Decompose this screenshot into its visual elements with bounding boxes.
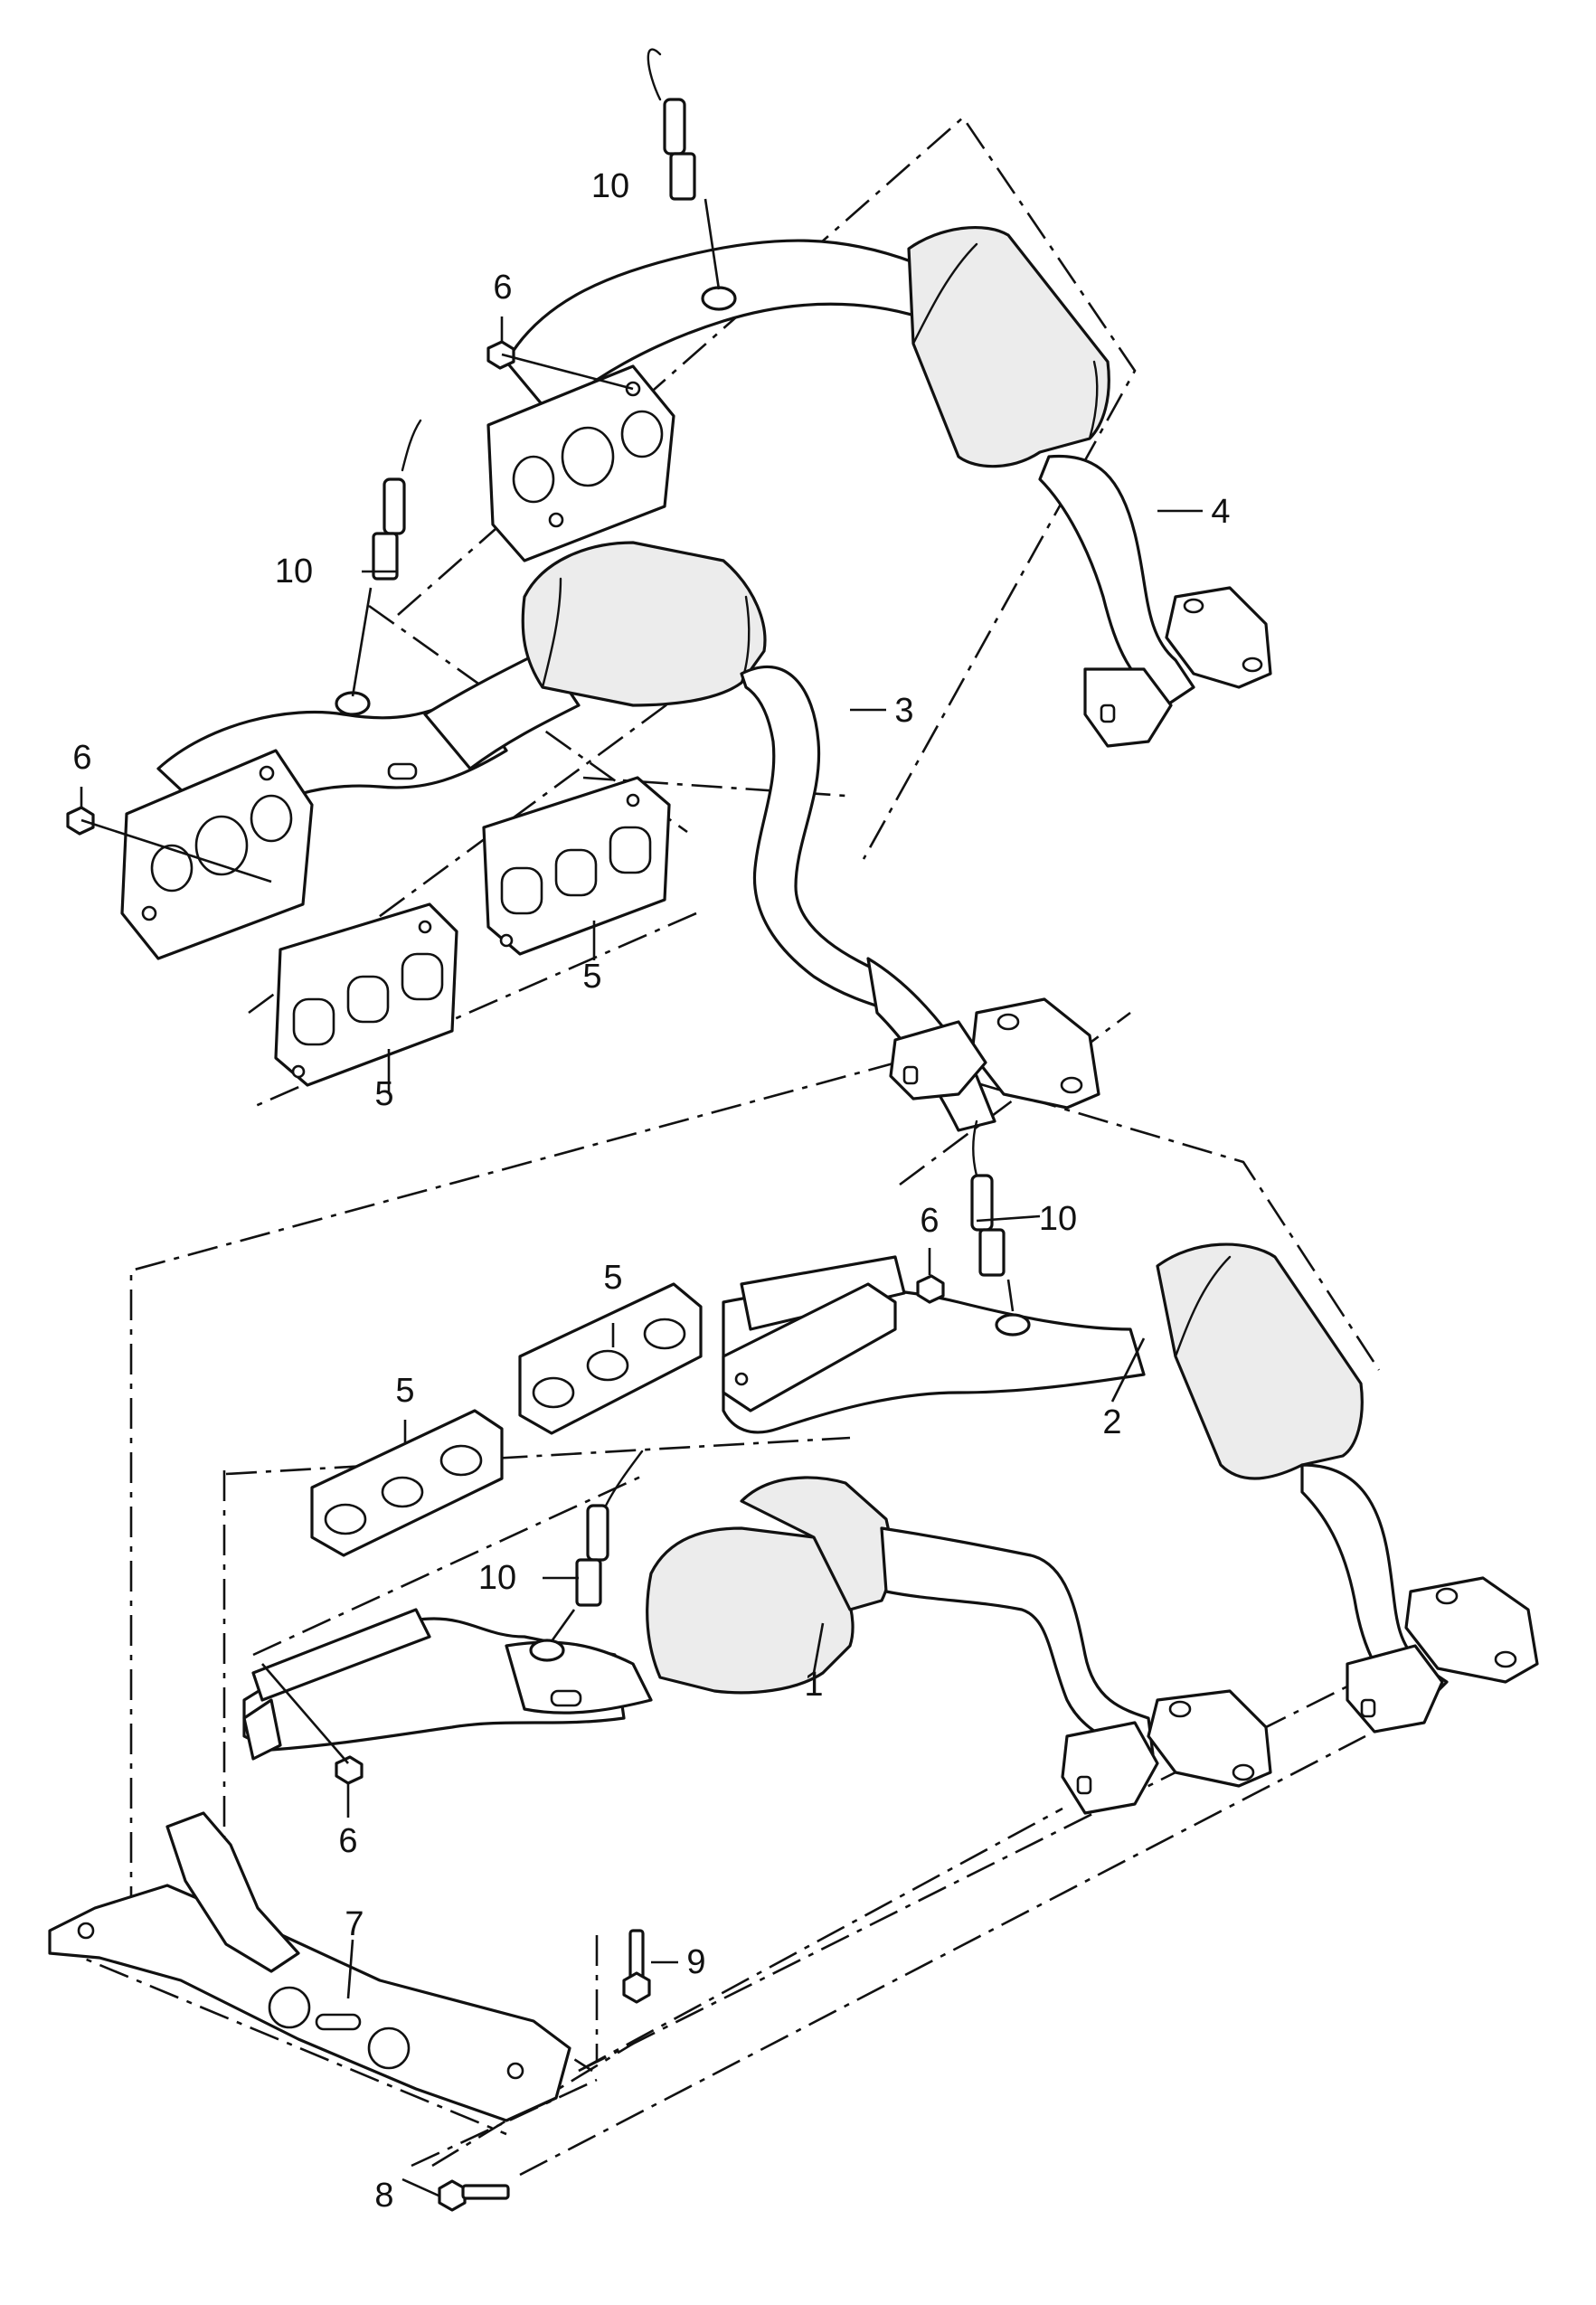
callout-labels: 1 2 3 4 5 5 5 5 6 6 6 6 7 8 9 10 10 10 1… <box>72 167 1230 2215</box>
nut-part-6-lower-left <box>261 1663 364 1785</box>
exhaust-manifold-catalyst-part-1 <box>242 1476 1272 1815</box>
callout-10-lower-right: 10 <box>1039 1200 1077 1238</box>
oxygen-sensor-part-10-lower-right <box>970 1119 1015 1312</box>
callout-leaders <box>80 316 1203 2197</box>
manifold-gasket-upper-left <box>274 902 458 1087</box>
callout-9: 9 <box>686 1943 705 1981</box>
bolt-part-9 <box>622 1929 651 2004</box>
callout-5-lower-right: 5 <box>603 1259 622 1297</box>
crossmember-bracket-part-7 <box>48 1811 571 2122</box>
exhaust-manifold-catalyst-part-2 <box>722 1242 1539 1733</box>
callout-1: 1 <box>804 1666 823 1704</box>
manifold-gasket-lower-left <box>310 1409 504 1557</box>
callout-4: 4 <box>1211 493 1230 531</box>
nut-part-6-lower-right <box>916 1274 945 1304</box>
oxygen-sensor-part-10-upper-left <box>351 419 422 697</box>
callout-8: 8 <box>374 2177 393 2215</box>
callout-5-upper-left: 5 <box>374 1075 393 1113</box>
callout-6-lower-right: 6 <box>920 1202 939 1240</box>
callout-6-upper-right: 6 <box>493 269 512 307</box>
callout-6-lower-left: 6 <box>338 1822 357 1860</box>
exhaust-manifold-catalyst-part-4 <box>486 226 1272 748</box>
manifold-gasket-upper-right <box>482 776 671 956</box>
callout-3: 3 <box>894 692 913 730</box>
callout-7: 7 <box>345 1905 364 1943</box>
oxygen-sensor-part-10-lower-left <box>550 1450 644 1642</box>
nut-part-6-upper-left <box>66 806 272 883</box>
callout-5-lower-left: 5 <box>395 1372 414 1410</box>
exhaust-manifold-catalyst-part-3 <box>120 541 1100 1132</box>
assembly-outline-lower-front <box>225 1436 1393 2073</box>
callout-6-upper-left: 6 <box>72 739 91 777</box>
callout-10-upper-left: 10 <box>275 553 313 590</box>
callout-5-upper-right: 5 <box>582 958 601 996</box>
callout-2: 2 <box>1102 1403 1121 1441</box>
callout-10-upper-right: 10 <box>591 167 629 205</box>
bolt-part-8 <box>438 2179 510 2212</box>
oxygen-sensor-part-10-upper-right <box>647 48 721 290</box>
manifold-gasket-lower-right <box>518 1282 703 1435</box>
callout-10-lower-left: 10 <box>478 1559 516 1597</box>
